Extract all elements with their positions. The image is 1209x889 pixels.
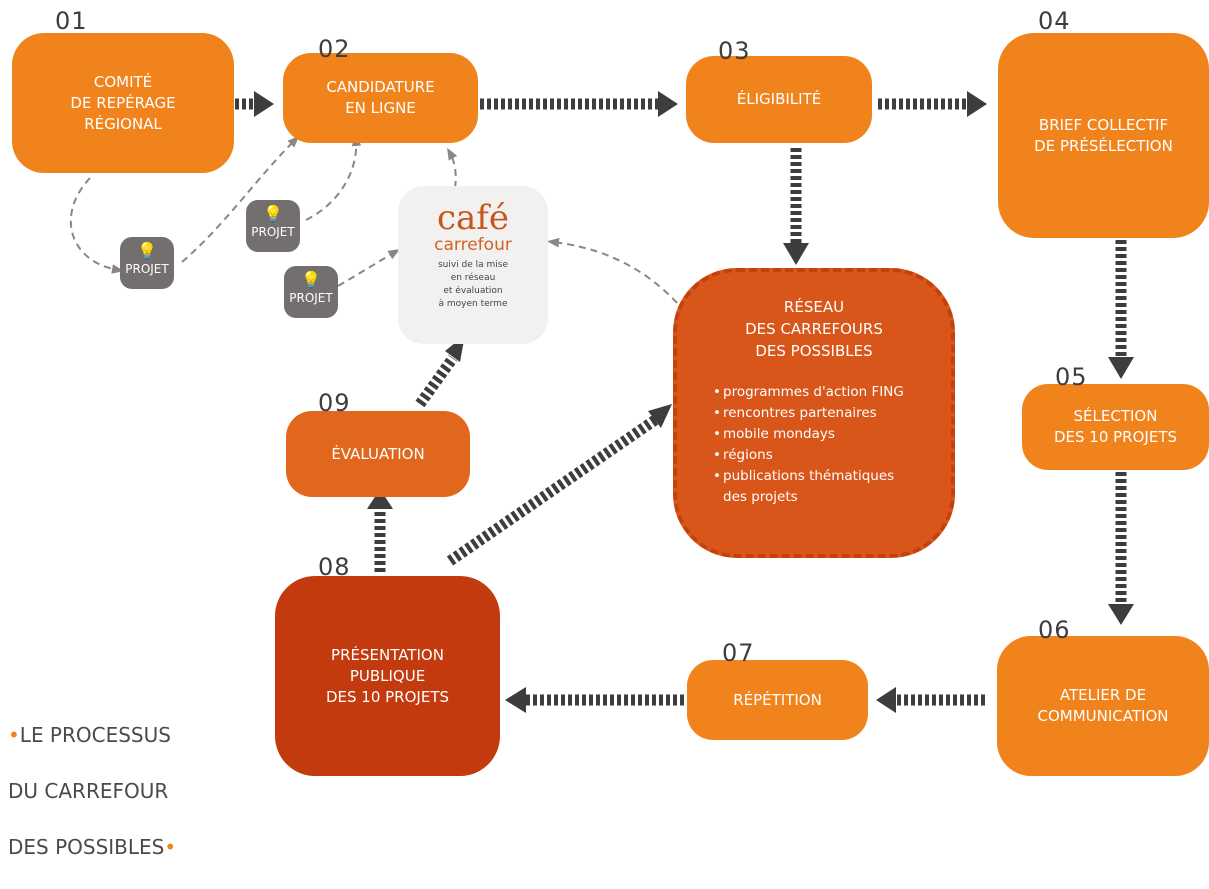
arrowhead-03-04 [967, 91, 987, 117]
arrowhead-03-reseau [783, 243, 809, 265]
lightbulb-icon: 💡 [263, 204, 283, 223]
dashed-01-projet [69, 177, 124, 274]
arrowhead-06-07 [876, 687, 896, 713]
reseau-title: RÉSEAU DES CARREFOURS DES POSSIBLES [745, 298, 883, 360]
reseau-item: régions [713, 445, 904, 466]
lightbulb-icon: 💡 [137, 241, 157, 260]
step-04-box: BRIEF COLLECTIF DE PRÉSÉLECTION [998, 33, 1209, 238]
arrowhead-02-03 [658, 91, 678, 117]
step-06-box: ATELIER DE COMMUNICATION [997, 636, 1209, 776]
dashed-projet-02a [181, 135, 300, 263]
arrowhead-08-reseau [648, 404, 672, 428]
dashed-projet-02b [305, 134, 362, 221]
step-05-label: SÉLECTION DES 10 PROJETS [1053, 407, 1178, 446]
step-08-number: 08 [318, 553, 351, 581]
arrow-08-reseau [446, 415, 659, 566]
dashed-cafe-02 [447, 147, 458, 189]
reseau-item: publications thématiques des projets [713, 466, 904, 508]
step-07-label: RÉPÉTITION [733, 690, 822, 709]
caption-line-3: DES POSSIBLES [8, 835, 165, 859]
reseau-box: RÉSEAU DES CARREFOURS DES POSSIBLES prog… [673, 268, 955, 558]
step-04-label: BRIEF COLLECTIF DE PRÉSÉLECTION [1034, 115, 1173, 155]
step-07-number: 07 [722, 639, 755, 667]
lightbulb-icon: 💡 [301, 270, 321, 289]
step-05-box: SÉLECTION DES 10 PROJETS [1022, 384, 1209, 470]
diagram-caption: •LE PROCESSUS DU CARREFOUR DES POSSIBLES… [8, 693, 176, 889]
arrowhead-01-02 [254, 91, 274, 117]
bullet-dot: • [164, 835, 177, 859]
step-03-label: ÉLIGIBILITÉ [736, 90, 822, 108]
reseau-item: mobile mondays [713, 424, 904, 445]
arrowhead-05-06 [1108, 604, 1134, 625]
step-03-number: 03 [718, 37, 751, 65]
step-06-number: 06 [1038, 616, 1071, 644]
projet-label: PROJET [125, 262, 169, 276]
arrowhead-08-09 [367, 489, 393, 509]
projet-label: PROJET [289, 291, 333, 305]
step-04-number: 04 [1038, 7, 1071, 35]
projet-badge: 💡 PROJET [246, 200, 300, 252]
step-03-box: ÉLIGIBILITÉ [686, 56, 872, 143]
arrow-09-cafe [415, 354, 458, 408]
step-09-box: ÉVALUATION [286, 411, 470, 497]
caption-line-1: LE PROCESSUS [19, 723, 171, 747]
step-01-label: COMITÉ DE REPÉRAGE RÉGIONAL [70, 72, 176, 133]
step-02-label: CANDIDATURE EN LIGNE [326, 78, 435, 117]
bullet-dot: • [8, 723, 20, 747]
reseau-item: rencontres partenaires [713, 403, 904, 424]
cafe-carrefour-box: café carrefour suivi de la mise en résea… [398, 186, 548, 344]
step-02-box: CANDIDATURE EN LIGNE [283, 53, 478, 143]
arrowhead-07-08 [505, 687, 526, 713]
caption-line-2: DU CARREFOUR [8, 779, 169, 803]
projet-label: PROJET [251, 225, 295, 239]
reseau-list: programmes d'action FING rencontres part… [713, 382, 904, 508]
step-02-number: 02 [318, 35, 351, 63]
step-09-label: ÉVALUATION [331, 444, 425, 463]
cafe-title: café [436, 198, 510, 238]
step-06-label: ATELIER DE COMMUNICATION [1037, 686, 1169, 725]
step-01-number: 01 [55, 7, 88, 35]
cafe-description: suivi de la mise en réseau et évaluation… [437, 260, 509, 309]
step-09-number: 09 [318, 389, 351, 417]
arrowhead-04-05 [1108, 357, 1134, 379]
projet-badge: 💡 PROJET [284, 266, 338, 318]
step-08-box: PRÉSENTATION PUBLIQUE DES 10 PROJETS [275, 576, 500, 776]
reseau-item: programmes d'action FING [713, 382, 904, 403]
step-08-label: PRÉSENTATION PUBLIQUE DES 10 PROJETS [325, 645, 450, 706]
projet-badge: 💡 PROJET [120, 237, 174, 289]
cafe-subtitle: carrefour [434, 235, 512, 255]
step-05-number: 05 [1055, 363, 1088, 391]
step-07-box: RÉPÉTITION [687, 660, 868, 740]
dashed-reseau-cafe [547, 237, 686, 313]
step-01-box: COMITÉ DE REPÉRAGE RÉGIONAL [12, 33, 234, 173]
dashed-projet-cafe [337, 248, 401, 287]
